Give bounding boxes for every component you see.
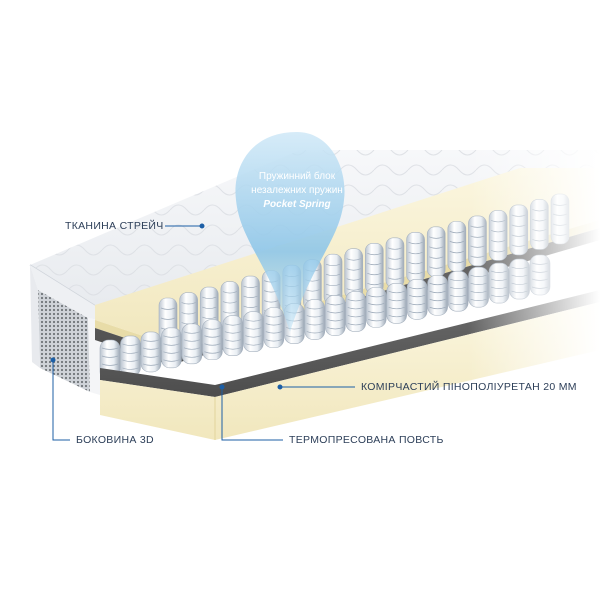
leader-side-3d xyxy=(52,360,70,441)
label-stretch-fabric: ТКАНИНА СТРЕЙЧ xyxy=(65,220,164,232)
bubble-text: Пружинний блок незалежних пружин Pocket … xyxy=(217,170,377,212)
label-side-3d: БОКОВИНА 3D xyxy=(76,434,154,446)
bubble-line-3: Pocket Spring xyxy=(263,199,331,210)
leader-dot-stretch-fabric xyxy=(199,223,205,229)
bubble-line-1: Пружинний блок xyxy=(258,171,336,182)
leader-dot-felt xyxy=(219,384,225,390)
leader-dot-side-3d xyxy=(50,357,56,363)
spring-callout-bubble xyxy=(235,132,345,332)
leader-felt xyxy=(221,387,283,441)
leader-lines xyxy=(50,223,355,441)
label-cellular-foam: КОМІРЧАСТИЙ ПІНОПОЛІУРЕТАН 20 ММ xyxy=(361,381,577,393)
bubble-line-2: незалежних пружин xyxy=(251,185,343,196)
label-felt: ТЕРМОПРЕСОВАНА ПОВСТЬ xyxy=(289,434,444,446)
leader-dot-cellular-foam xyxy=(277,384,283,390)
